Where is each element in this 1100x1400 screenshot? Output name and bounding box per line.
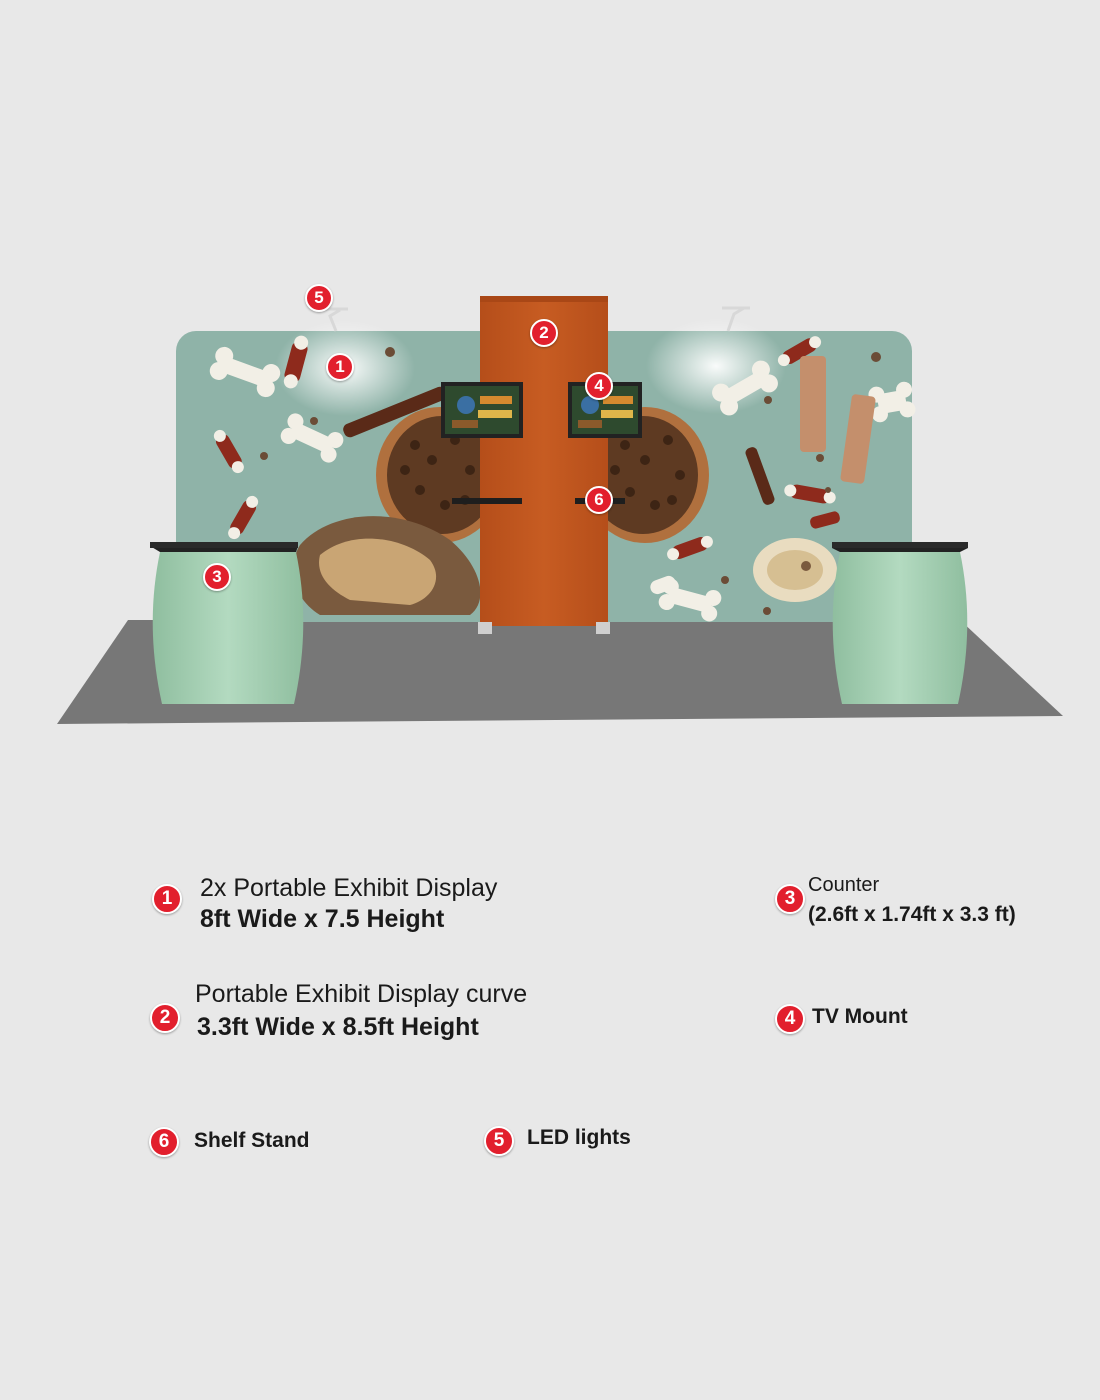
tv-left <box>441 382 523 438</box>
shelf-left <box>452 498 522 504</box>
booth-render <box>57 296 1063 724</box>
legend-item-2-title: Portable Exhibit Display curve <box>195 980 528 1008</box>
legend-item-1-dimensions: 8ft Wide x 7.5 Height <box>200 905 445 933</box>
legend-item-3-title: Counter <box>808 874 880 896</box>
legend-item-1-title: 2x Portable Exhibit Display <box>200 874 498 902</box>
callout-badge-6: 6 <box>585 486 613 514</box>
callout-badge-5: 5 <box>305 284 333 312</box>
legend-badge-5: 5 <box>484 1126 514 1156</box>
led-light-right <box>722 306 750 332</box>
legend-item-2: Portable Exhibit Display curve 3.3ft Wid… <box>195 980 527 1042</box>
booth-illustration: 5 2 1 4 6 3 <box>57 284 1063 724</box>
led-light-left <box>326 307 348 332</box>
counter-left <box>150 542 304 704</box>
legend-item-3-dimensions: (2.6ft x 1.74ft x 3.3 ft) <box>808 903 1016 926</box>
callout-badge-4: 4 <box>585 372 613 400</box>
counter-right <box>832 542 968 704</box>
legend-item-3: Counter (2.6ft x 1.74ft x 3.3 ft) <box>808 874 1016 927</box>
legend-badge-6: 6 <box>149 1127 179 1157</box>
floor <box>57 620 1063 724</box>
legend-badge-2: 2 <box>150 1003 180 1033</box>
legend-item-5-label: LED lights <box>527 1126 631 1149</box>
legend-item-1: 2x Portable Exhibit Display 8ft Wide x 7… <box>200 874 497 934</box>
legend-badge-3: 3 <box>775 884 805 914</box>
legend-badge-4: 4 <box>775 1004 805 1034</box>
callout-badge-1: 1 <box>326 353 354 381</box>
center-panel <box>480 296 608 626</box>
legend-badge-1: 1 <box>152 884 182 914</box>
callout-badge-3: 3 <box>203 563 231 591</box>
legend-item-2-dimensions: 3.3ft Wide x 8.5ft Height <box>197 1013 479 1041</box>
legend-item-4-label: TV Mount <box>812 1005 908 1028</box>
callout-badge-2: 2 <box>530 319 558 347</box>
legend-item-6-label: Shelf Stand <box>194 1129 310 1152</box>
